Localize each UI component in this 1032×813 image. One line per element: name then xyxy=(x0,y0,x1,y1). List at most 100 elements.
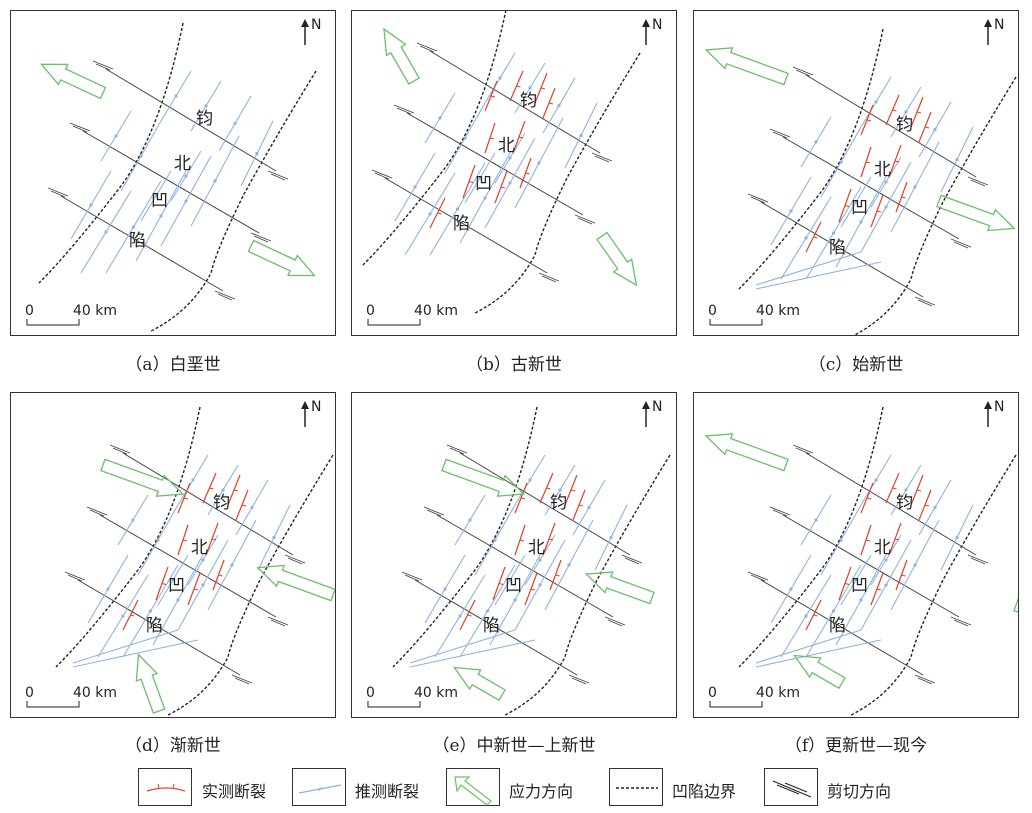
measured-fault-tick xyxy=(876,210,882,213)
shear-symbol xyxy=(772,509,788,517)
panel-e: N 0 40 km 钧 北 凹 陷 xyxy=(351,392,677,718)
measured-fault-tick xyxy=(241,504,247,507)
stress-arrow xyxy=(936,194,1016,232)
measured-fault-tick xyxy=(916,111,922,114)
shear-line xyxy=(805,74,977,178)
measured-fault-tick xyxy=(498,583,504,585)
north-arrow-icon xyxy=(984,19,992,45)
shear-symbol xyxy=(769,506,791,516)
scale-zero: 0 xyxy=(25,303,34,319)
shear-symbol xyxy=(772,131,788,139)
scale-km: 40 km xyxy=(73,685,118,701)
shear-line xyxy=(429,50,601,154)
inferred-fault-marker xyxy=(913,563,917,567)
basin-char-1: 钧 xyxy=(896,493,913,513)
shear-symbol xyxy=(967,554,989,564)
basin-char-2: 北 xyxy=(174,154,191,174)
inferred-fault-marker xyxy=(933,127,937,132)
panel-d: N 0 40 km 钧 北 凹 陷 xyxy=(10,392,336,718)
shear-line xyxy=(782,136,960,240)
north-label: N xyxy=(311,399,322,415)
shear-symbol xyxy=(64,571,86,581)
stress-arrow xyxy=(453,666,506,702)
shear-symbol xyxy=(69,122,91,132)
shear-symbol xyxy=(914,674,936,684)
measured-fault-tick xyxy=(193,588,199,591)
shear-symbol xyxy=(92,60,114,70)
inferred-fault-marker xyxy=(455,207,460,211)
scale-bar: 0 40 km xyxy=(704,303,800,329)
stress-arrow xyxy=(39,63,107,100)
shear-symbol xyxy=(541,275,557,283)
inferred-fault-marker xyxy=(485,609,490,613)
inferred-fault-marker xyxy=(567,563,571,567)
inferred-fault-marker xyxy=(139,154,143,158)
measured-fault-tick xyxy=(813,614,818,617)
inferred-fault-marker xyxy=(114,134,118,138)
basin-char-2: 北 xyxy=(498,136,515,156)
shear-symbol xyxy=(914,296,936,306)
measured-fault-tick xyxy=(183,497,189,500)
measured-fault-tick xyxy=(518,136,524,139)
scale-zero: 0 xyxy=(366,685,375,701)
shear-line xyxy=(60,195,224,292)
north-label: N xyxy=(652,17,663,33)
inferred-fault-marker xyxy=(587,505,591,510)
inferred-fault-marker xyxy=(468,518,472,522)
measured-fault-tick xyxy=(916,489,922,492)
panel-e-map xyxy=(392,406,671,716)
shear-symbol xyxy=(253,235,269,243)
measured-fault-tick xyxy=(924,126,930,129)
basin-boundary-west xyxy=(55,406,201,668)
shear-symbol xyxy=(747,193,769,203)
legend-inferred-fault-swatch xyxy=(292,768,346,806)
inferred-fault-marker xyxy=(458,614,462,618)
stress-arrow xyxy=(584,571,655,605)
measured-fault-tick xyxy=(813,236,818,239)
inferred-fault-marker xyxy=(859,220,863,224)
stress-arrow xyxy=(704,433,789,472)
shear-symbol xyxy=(284,554,306,564)
inferred-fault-marker xyxy=(859,598,863,602)
caption-b: （b）古新世 xyxy=(466,355,562,375)
measured-fault-tick xyxy=(500,186,506,189)
basin-boundary-east xyxy=(504,454,671,716)
shear-symbol xyxy=(396,107,412,115)
stress-arrow xyxy=(1013,598,1018,639)
inferred-fault-marker xyxy=(874,100,878,104)
inferred-fault-marker xyxy=(478,176,482,180)
inferred-fault-marker xyxy=(191,478,195,482)
inferred-fault-marker xyxy=(213,179,217,183)
shear-symbol xyxy=(401,571,423,581)
basin-char-2: 北 xyxy=(191,538,208,558)
shear-line xyxy=(384,177,548,274)
shear-symbol xyxy=(270,619,286,627)
shear-symbol xyxy=(449,447,465,455)
measured-fault-tick xyxy=(865,539,871,542)
scale-km: 40 km xyxy=(414,685,459,701)
shear-symbol xyxy=(624,557,640,565)
shear-symbol xyxy=(426,509,442,517)
stress-arrow xyxy=(247,239,316,277)
inferred-fault-marker xyxy=(498,76,502,80)
shear-symbol xyxy=(217,293,233,301)
measured-fault-tick xyxy=(894,538,900,541)
inferred-fault-marker xyxy=(884,205,888,209)
shear-line xyxy=(805,452,977,556)
legend-basin-boundary-label: 凹陷边界 xyxy=(672,782,737,801)
inferred-fault-marker xyxy=(438,116,442,120)
basin-char-1: 钧 xyxy=(520,91,537,111)
panel-b-map xyxy=(362,11,641,314)
basin-boundary-east xyxy=(853,76,1017,335)
inferred-fault-marker xyxy=(854,578,858,582)
inferred-fault xyxy=(72,629,179,664)
basin-char-2: 北 xyxy=(528,538,545,558)
shear-symbol xyxy=(917,677,933,685)
shear-symbol xyxy=(970,179,986,187)
scale-km: 40 km xyxy=(756,303,801,319)
caption-a: （a）白垩世 xyxy=(125,355,221,375)
measured-fault-tick xyxy=(519,539,525,542)
measured-fault-tick xyxy=(209,487,214,490)
shear-symbol xyxy=(967,176,989,186)
shear-line xyxy=(414,579,578,676)
